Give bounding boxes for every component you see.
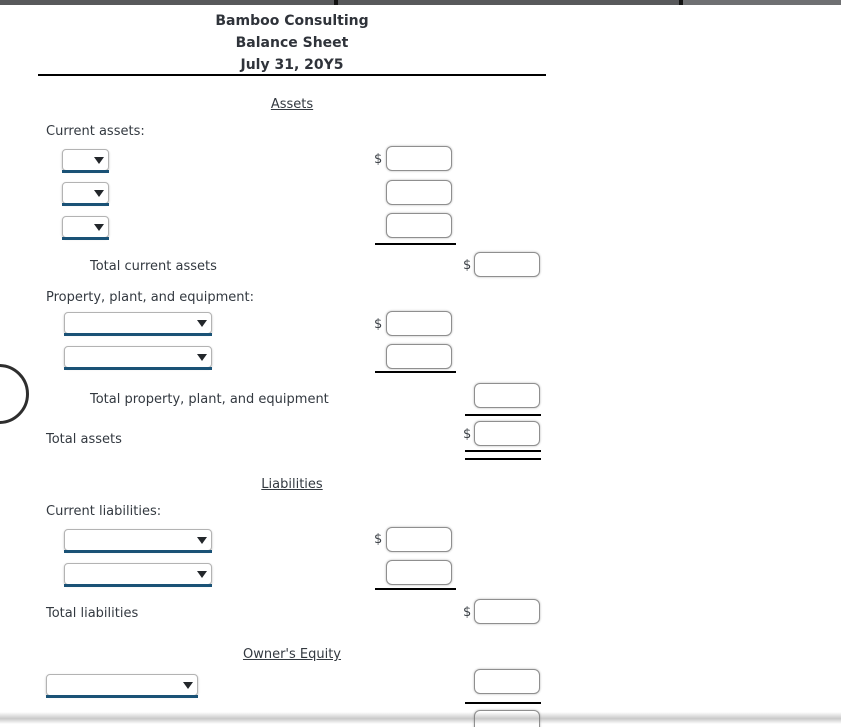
statement-date: July 31, 20Y5	[240, 57, 344, 73]
current-asset-account-dropdown-3[interactable]	[62, 216, 109, 240]
dollar-sign: $	[463, 258, 472, 273]
dropdown-underline	[62, 237, 109, 240]
current-liabilities-label: Current liabilities:	[46, 504, 162, 519]
topbar-divider	[679, 0, 683, 5]
dropdown-selected-value	[65, 347, 211, 368]
dropdown-underline	[62, 203, 109, 206]
dropdown-selected-value	[65, 313, 211, 334]
current-asset-amount-input-3[interactable]	[386, 213, 452, 238]
subtotal-rule	[465, 414, 541, 416]
title-rule	[38, 74, 546, 76]
owners-equity-heading: Owner's Equity	[242, 647, 342, 662]
ppe-amount-input-1[interactable]	[386, 311, 452, 336]
total-current-assets-label: Total current assets	[90, 259, 217, 274]
owners-equity-total-input[interactable]	[474, 710, 540, 727]
current-assets-label: Current assets:	[46, 124, 145, 139]
owners-equity-account-dropdown[interactable]	[46, 674, 198, 698]
dropdown-underline	[64, 584, 212, 587]
current-liability-amount-input-1[interactable]	[386, 527, 452, 552]
bottom-edge-shadow	[0, 712, 841, 724]
grand-total-double-rule	[465, 450, 541, 460]
ppe-label: Property, plant, and equipment:	[46, 290, 255, 305]
current-asset-amount-input-2[interactable]	[386, 180, 452, 205]
dollar-sign: $	[374, 317, 383, 332]
chevron-down-icon	[197, 537, 207, 544]
chevron-down-icon	[197, 571, 207, 578]
subtotal-rule	[375, 588, 456, 590]
dropdown-underline	[64, 333, 212, 336]
dropdown-selected-value	[65, 564, 211, 585]
chevron-down-icon	[94, 224, 104, 231]
total-current-assets-input[interactable]	[474, 252, 540, 277]
statement-name: Balance Sheet	[235, 35, 349, 51]
side-panel-toggle-icon[interactable]	[0, 364, 29, 424]
current-asset-account-dropdown-2[interactable]	[62, 182, 109, 206]
subtotal-rule	[375, 371, 456, 373]
chevron-down-icon	[183, 682, 193, 689]
subtotal-rule	[375, 243, 456, 245]
dollar-sign: $	[463, 605, 472, 620]
dropdown-underline	[46, 695, 198, 698]
liabilities-heading: Liabilities	[261, 477, 323, 492]
chevron-down-icon	[197, 354, 207, 361]
chevron-down-icon	[94, 190, 104, 197]
total-liabilities-label: Total liabilities	[46, 606, 139, 621]
topbar-divider	[334, 0, 338, 5]
company-name: Bamboo Consulting	[215, 13, 369, 29]
current-liability-account-dropdown-2[interactable]	[64, 563, 212, 587]
dropdown-selected-value	[47, 675, 197, 696]
dropdown-selected-value	[65, 530, 211, 551]
current-liability-amount-input-2[interactable]	[386, 560, 452, 585]
subtotal-rule	[465, 702, 541, 704]
dollar-sign: $	[374, 152, 383, 167]
ppe-account-dropdown-2[interactable]	[64, 346, 212, 370]
current-liability-account-dropdown-1[interactable]	[64, 529, 212, 553]
current-asset-account-dropdown-1[interactable]	[62, 149, 109, 173]
assets-heading: Assets	[270, 97, 314, 112]
owners-equity-amount-input[interactable]	[474, 669, 540, 694]
dropdown-underline	[64, 367, 212, 370]
chevron-down-icon	[94, 157, 104, 164]
dropdown-underline	[64, 550, 212, 553]
total-ppe-label: Total property, plant, and equipment	[90, 392, 329, 407]
statement-title: Bamboo Consulting Balance Sheet July 31,…	[38, 10, 546, 76]
total-assets-label: Total assets	[46, 432, 122, 447]
total-assets-input[interactable]	[474, 421, 540, 446]
dollar-sign: $	[374, 532, 383, 547]
dollar-sign: $	[463, 427, 472, 442]
current-asset-amount-input-1[interactable]	[386, 146, 452, 171]
chevron-down-icon	[197, 320, 207, 327]
ppe-amount-input-2[interactable]	[386, 344, 452, 369]
total-ppe-input[interactable]	[474, 383, 540, 408]
dropdown-underline	[62, 170, 109, 173]
ppe-account-dropdown-1[interactable]	[64, 312, 212, 336]
top-window-bar	[0, 0, 841, 5]
total-liabilities-input[interactable]	[474, 599, 540, 624]
